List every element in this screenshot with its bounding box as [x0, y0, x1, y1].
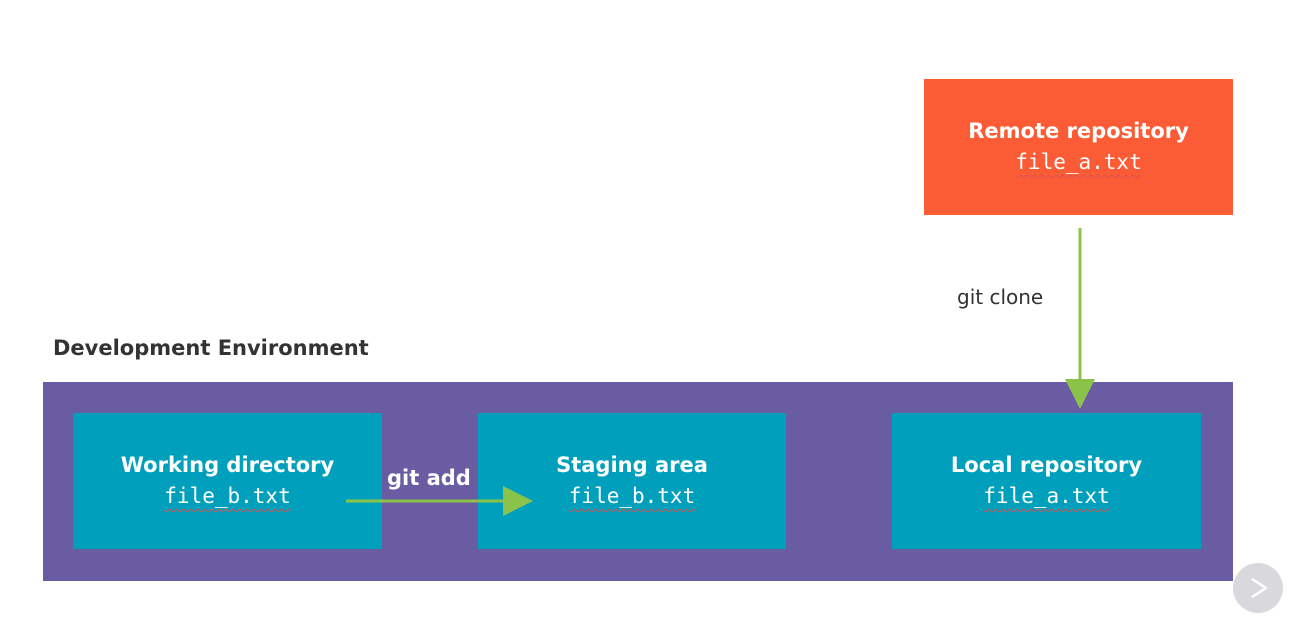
working-directory-title: Working directory [120, 453, 335, 477]
local-repository-title: Local repository [950, 453, 1143, 477]
remote-repository-file: file_a.txt [1015, 150, 1142, 174]
working-directory-file: file_b.txt [164, 484, 291, 508]
working-directory-box: Working directory file_b.txt [73, 413, 382, 549]
local-repository-file: file_a.txt [983, 484, 1110, 508]
staging-area-file: file_b.txt [568, 484, 696, 508]
staging-area-box: Staging area file_b.txt [478, 413, 786, 549]
remote-repository-title: Remote repository [968, 119, 1189, 143]
remote-repository-box: Remote repository file_a.txt [924, 79, 1233, 215]
staging-area-title: Staging area [556, 453, 708, 477]
git-clone-label: git clone [957, 285, 1044, 309]
local-repository-box: Local repository file_a.txt [892, 413, 1201, 549]
play-icon [1251, 577, 1268, 599]
player-button[interactable] [1233, 563, 1283, 613]
git-add-label: git add [387, 466, 471, 490]
environment-title: Development Environment [53, 336, 369, 360]
